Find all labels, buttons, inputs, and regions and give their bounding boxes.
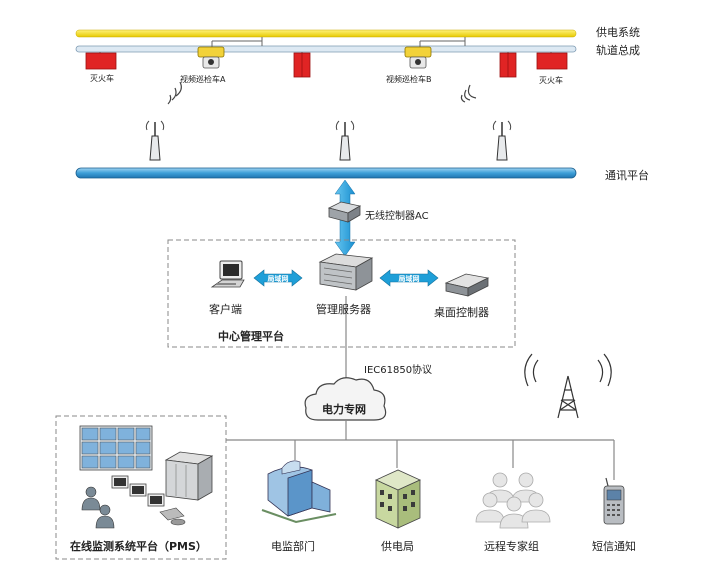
wireless-signal-icon: [167, 81, 182, 105]
signal-tower-icon: [524, 353, 612, 419]
track-rail: [75, 45, 577, 53]
lan-link-right: [379, 269, 439, 287]
antenna-icon: [492, 120, 512, 161]
operators-icon: [81, 475, 186, 529]
pms-label: 在线监测系统平台（PMS）: [70, 540, 207, 553]
comm-platform-label: 通讯平台: [605, 169, 649, 182]
fire-car-left: [85, 52, 117, 70]
power-bureau-building-icon: [375, 469, 421, 529]
pms-box: [55, 415, 227, 560]
expert-group-label: 远程专家组: [484, 540, 539, 553]
wireless-signal-icon: [460, 84, 477, 103]
server-rack-icon: [164, 451, 214, 501]
video-car-a: [197, 46, 225, 69]
power-network-cloud: [304, 377, 387, 421]
power-supply-line: [75, 29, 577, 38]
power-system-label: 供电系统: [596, 26, 640, 39]
server-icon: [318, 253, 374, 291]
video-car-b: [404, 46, 432, 69]
office-building-icon: [261, 460, 337, 524]
video-car-a-label: 视频巡检车A: [180, 75, 226, 84]
video-car-b-label: 视频巡检车B: [386, 75, 432, 84]
desktop-controller-icon: [444, 273, 490, 297]
wireless-controller-label: 无线控制器AC: [365, 211, 429, 222]
lan-left-label: 局域网: [267, 275, 289, 283]
protocol-label: IEC61850协议: [364, 365, 433, 376]
video-wall-icon: [79, 425, 153, 471]
monitoring-dept-label: 电监部门: [271, 540, 315, 553]
fire-car-right-label: 灭火车: [539, 76, 563, 85]
lan-right-label: 局域网: [398, 275, 420, 283]
antenna-icon: [335, 120, 355, 161]
wireless-controller-icon: [327, 201, 362, 223]
expert-group-icon: [475, 472, 551, 529]
sms-label: 短信通知: [592, 540, 636, 553]
desktop-controller-label: 桌面控制器: [434, 306, 489, 319]
power-bureau-label: 供电局: [381, 540, 414, 553]
client-label: 客户端: [209, 303, 242, 316]
fire-car-right: [536, 52, 568, 70]
track-assembly-label: 轨道总成: [596, 44, 640, 57]
center-platform-box: [167, 239, 516, 348]
lan-link-left: [253, 269, 303, 287]
fire-car-left-label: 灭火车: [90, 74, 114, 83]
antenna-icon: [145, 120, 165, 161]
mobile-phone-icon: [603, 477, 625, 525]
server-label: 管理服务器: [316, 303, 371, 316]
comm-platform-bar: [75, 167, 577, 179]
client-pc-icon: [210, 260, 245, 288]
center-platform-label: 中心管理平台: [218, 330, 284, 343]
power-network-label: 电力专网: [322, 403, 366, 416]
